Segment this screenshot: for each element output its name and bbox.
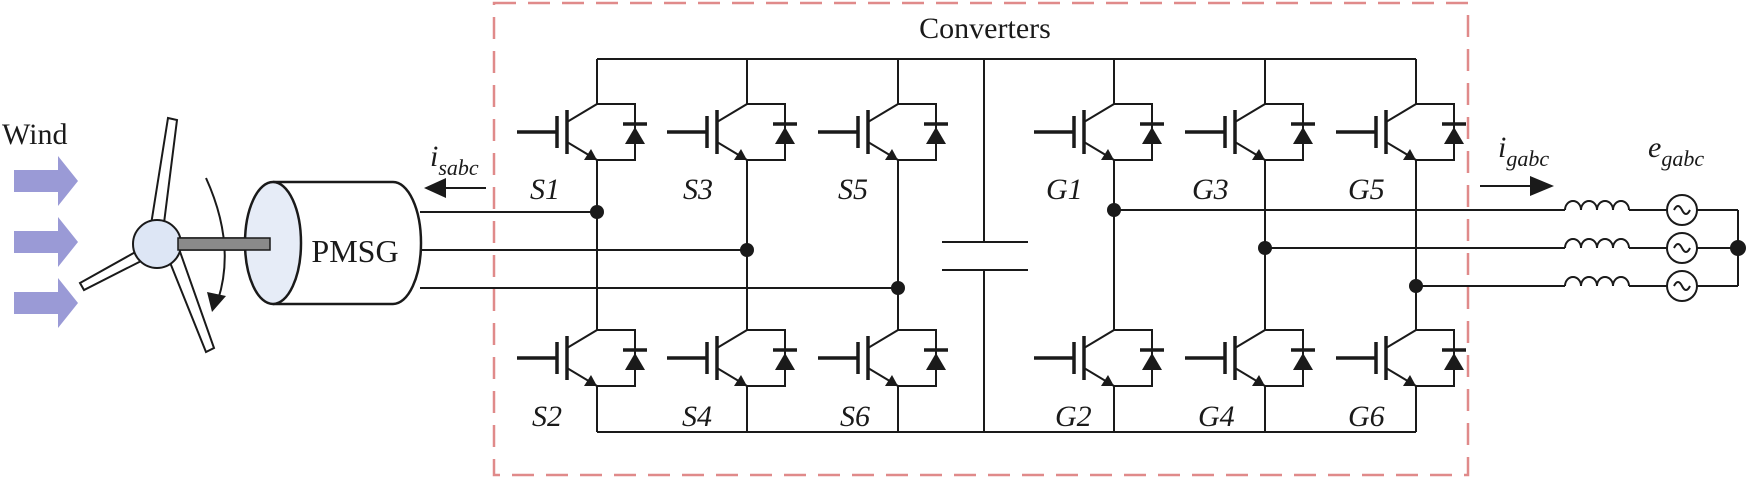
igbt-g2 [1032, 314, 1166, 402]
converter-enclosure [492, 1, 1470, 477]
dc-link-capacitor [942, 59, 1028, 432]
dc-bus [596, 58, 1417, 433]
label-s2: S2 [532, 400, 562, 433]
label-g5: G5 [1348, 173, 1385, 206]
igbt-s3 [665, 88, 799, 176]
igbt-s2 [515, 314, 649, 402]
label-g3: G3 [1192, 173, 1229, 206]
igbt-g6 [1334, 314, 1468, 402]
igbt-g3 [1183, 88, 1317, 176]
label-s4: S4 [682, 400, 712, 433]
node-grid-a [1107, 203, 1121, 217]
label-g2: G2 [1055, 400, 1092, 433]
label-s5: S5 [838, 173, 868, 206]
igbt-s5 [816, 88, 950, 176]
label-s3: S3 [683, 173, 713, 206]
grid-current-label: igabc [1498, 131, 1549, 171]
igbt-g4 [1183, 314, 1317, 402]
igbt-g1 [1032, 88, 1166, 176]
node-grid-c [1409, 279, 1423, 293]
grid-neutral-node [1730, 240, 1746, 256]
turbine-hub [132, 219, 182, 269]
converters-title: Converters [919, 12, 1051, 45]
grid-voltage-label: egabc [1648, 131, 1704, 171]
grid-inductors [1564, 200, 1667, 287]
label-s1: S1 [530, 173, 560, 206]
stator-current-label: isabc [430, 140, 479, 180]
wind-arrows [14, 156, 78, 328]
igbt-s1 [515, 88, 649, 176]
igbt-g5 [1334, 88, 1468, 176]
machine-phase-lines [420, 205, 905, 295]
grid-current-arrow [1480, 176, 1554, 196]
stator-current-arrow [424, 178, 486, 198]
label-s6: S6 [840, 400, 870, 433]
wind-label: Wind [2, 118, 67, 151]
igbt-s6 [816, 314, 950, 402]
label-g4: G4 [1198, 400, 1235, 433]
grid-phase-lines [1107, 203, 1565, 293]
node-grid-b [1258, 241, 1272, 255]
wind-turbine [78, 116, 271, 354]
grid-voltage-sources [1666, 194, 1746, 302]
pmsg-generator: PMSG [177, 180, 423, 306]
pmsg-label: PMSG [311, 233, 398, 269]
label-g6: G6 [1348, 400, 1385, 433]
igbt-s4 [665, 314, 799, 402]
label-g1: G1 [1046, 173, 1083, 206]
